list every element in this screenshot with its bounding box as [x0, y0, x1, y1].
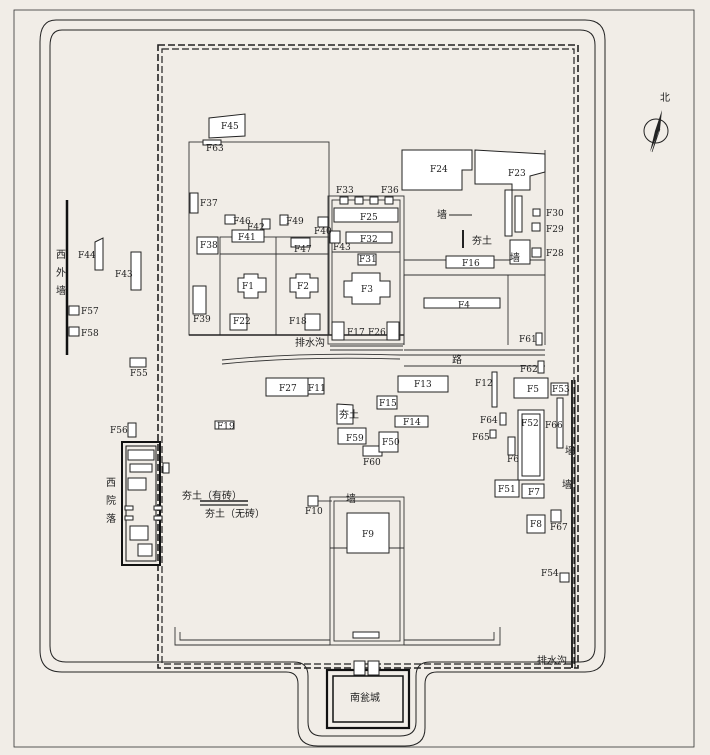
label-F38: F38 — [200, 241, 218, 251]
north-label: 北 — [660, 92, 670, 104]
feature-labels: F45 F63 F37 F46 F42 F41 F38 F49 F47 F40 … — [78, 122, 570, 579]
label-F11: F11 — [308, 384, 326, 394]
rammed-earth-brick-label: 夯土（有砖） — [182, 489, 242, 502]
wall-label-east2: 墙 — [562, 478, 572, 491]
buildings — [68, 113, 570, 583]
rammed-earth-center-label: 夯土 — [339, 408, 359, 421]
east-drain — [571, 380, 576, 668]
label-F33: F33 — [336, 186, 354, 196]
label-F16: F16 — [462, 259, 480, 269]
outer-enclosure — [39, 19, 606, 747]
label-F57: F57 — [81, 307, 99, 317]
label-F65: F65 — [472, 433, 490, 443]
label-F25: F25 — [360, 213, 378, 223]
label-F30: F30 — [546, 209, 564, 219]
nw-compound — [188, 141, 405, 345]
label-F17: F17 — [347, 328, 365, 338]
label-F13: F13 — [414, 380, 432, 390]
label-F26: F26 — [368, 328, 386, 338]
label-F67: F67 — [550, 523, 568, 533]
west-outer-wall-label-1: 西 — [56, 250, 66, 261]
drain-label-southeast: 排水沟 — [537, 654, 567, 667]
label-F56: F56 — [110, 426, 128, 436]
label-F59: F59 — [346, 434, 364, 444]
label-F41: F41 — [238, 233, 256, 243]
label-F10: F10 — [305, 507, 323, 517]
text-labels: 西 外 墙 西 院 落 南瓮城 排水沟 排水沟 路 夯土 夯土 夯土（有砖） 夯… — [56, 208, 575, 704]
south-wengcheng — [325, 660, 411, 730]
label-F8: F8 — [530, 520, 542, 530]
road-label: 路 — [452, 353, 462, 366]
label-F14: F14 — [403, 418, 421, 428]
label-F64: F64 — [480, 416, 498, 426]
label-F6: F6 — [507, 455, 519, 465]
label-F54: F54 — [541, 569, 559, 579]
label-F43-center: F43 — [333, 243, 351, 253]
map-frame — [13, 9, 695, 748]
label-F32: F32 — [360, 235, 378, 245]
label-F24: F24 — [430, 165, 448, 175]
wall-label-east1: 墙 — [565, 444, 575, 457]
label-F47: F47 — [294, 245, 312, 255]
label-F15: F15 — [379, 399, 397, 409]
wall-label-ne: 墙 — [437, 208, 447, 221]
label-F40: F40 — [314, 227, 332, 237]
label-F55: F55 — [130, 369, 148, 379]
label-F1: F1 — [242, 282, 254, 292]
label-F29: F29 — [546, 225, 564, 235]
label-F36: F36 — [381, 186, 399, 196]
rammed-earth-ne-label: 夯土 — [472, 234, 492, 247]
label-F2: F2 — [297, 282, 309, 292]
label-F7: F7 — [528, 488, 540, 498]
label-F4: F4 — [458, 301, 470, 311]
label-F52: F52 — [521, 419, 539, 429]
label-F51: F51 — [498, 485, 516, 495]
south-axis — [174, 496, 501, 646]
label-F9: F9 — [362, 530, 374, 540]
label-F37: F37 — [200, 199, 218, 209]
label-F28: F28 — [546, 249, 564, 259]
label-F46: F46 — [233, 217, 251, 227]
label-F22: F22 — [233, 317, 251, 327]
label-F62: F62 — [520, 365, 538, 375]
rammed-earth-nobrick-label: 夯土（无砖） — [205, 507, 265, 520]
label-F12: F12 — [475, 379, 493, 389]
label-F3: F3 — [361, 285, 373, 295]
label-F18: F18 — [289, 317, 307, 327]
west-courtyard-label-3: 落 — [106, 513, 116, 525]
west-courtyard-label-1: 西 — [106, 478, 116, 489]
label-F53: F53 — [552, 385, 570, 395]
label-F31: F31 — [359, 255, 377, 265]
label-F43-west: F43 — [115, 270, 133, 280]
label-F50: F50 — [382, 438, 400, 448]
compass-icon: 北 — [643, 92, 670, 153]
west-outer-wall-label-3: 墙 — [56, 284, 66, 297]
label-F42: F42 — [247, 223, 265, 233]
label-F23: F23 — [508, 169, 526, 179]
label-F5: F5 — [527, 385, 539, 395]
label-F66: F66 — [545, 421, 563, 431]
label-F44: F44 — [78, 251, 96, 261]
south-wengcheng-label: 南瓮城 — [350, 691, 380, 704]
label-F19: F19 — [217, 422, 235, 432]
drain-label-north: 排水沟 — [295, 336, 325, 349]
wall-label-ne2: 墙 — [510, 251, 520, 264]
label-F60: F60 — [363, 458, 381, 468]
road-and-drain — [221, 345, 545, 367]
label-F63: F63 — [206, 144, 224, 154]
label-F45: F45 — [221, 122, 239, 132]
label-F49: F49 — [286, 217, 304, 227]
label-F58: F58 — [81, 329, 99, 339]
west-courtyard-label-2: 院 — [106, 494, 116, 507]
label-F27: F27 — [279, 384, 297, 394]
label-F39: F39 — [193, 315, 211, 325]
west-courtyard — [121, 441, 170, 566]
wall-label-center: 墙 — [346, 492, 356, 505]
west-outer-wall-label-2: 外 — [56, 267, 66, 279]
label-F61: F61 — [519, 335, 537, 345]
